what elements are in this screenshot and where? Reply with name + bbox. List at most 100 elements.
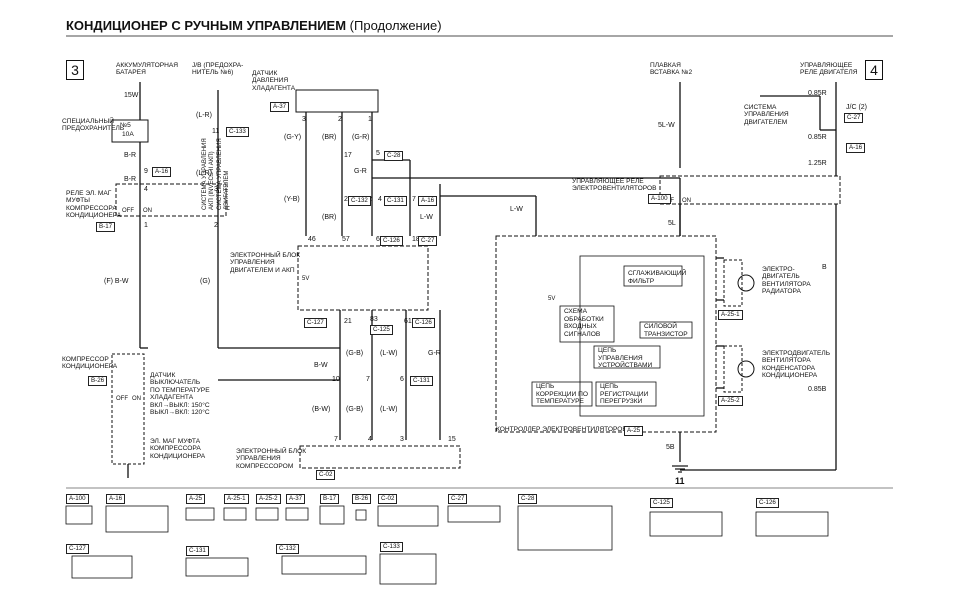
comp-pin-3: 3	[400, 436, 404, 443]
fan-relay-on: ON	[682, 198, 691, 204]
pin-5: 5	[376, 150, 380, 157]
pin-row-10: 10	[332, 376, 340, 383]
ecu-pin-57: 57	[342, 236, 350, 243]
comp-ecu-label: ЭЛЕКТРОННЫЙ БЛОК УПРАВЛЕНИЯ КОМПРЕССОРОМ	[236, 448, 307, 470]
pin-mid-21: 21	[344, 196, 352, 203]
sensor-off: OFF	[116, 396, 128, 402]
title-main: КОНДИЦИОНЕР С РУЧНЫМ УПРАВЛЕНИЕМ	[66, 18, 347, 33]
connector-c131-callout-2: C-131	[410, 376, 433, 386]
ecu-pin-b-83: 83	[370, 316, 378, 323]
wire-b: B	[822, 264, 827, 271]
wire-bw: B-W	[314, 362, 328, 369]
wire-gb2: (G-B)	[346, 406, 364, 413]
connector-a251-callout: A-25-1	[718, 310, 743, 320]
legend-c126: C-126	[756, 498, 779, 508]
legend-c133: C-133	[380, 542, 403, 552]
pin-1: 1	[144, 222, 148, 229]
ecu-pin-b-61: 61	[404, 318, 412, 325]
smoothing-filter: СГЛАЖИВАЮЩИЙ ФИЛЬТР	[628, 270, 687, 285]
legend-a252: A-25-2	[256, 494, 281, 504]
wire-lr1: (L-R)	[196, 112, 212, 119]
connector-c133-callout: C-133	[226, 127, 249, 137]
connector-c127-callout: C-127	[304, 318, 327, 328]
pin-row-6: 6	[400, 376, 404, 383]
wire-br-mid: (BR)	[322, 214, 337, 221]
connector-b17-callout: B-17	[96, 222, 116, 232]
sensor-on: ON	[132, 396, 141, 402]
legend-a25: A-25	[186, 494, 206, 504]
wire-br-top: (BR)	[322, 134, 337, 141]
controller-5v: 5V	[548, 296, 556, 302]
wire-125r: 1.25R	[808, 160, 827, 167]
legend-c132: C-132	[276, 544, 299, 554]
wire-lw2: (L-W)	[380, 406, 398, 413]
connector-a37-callout: A-37	[270, 102, 290, 112]
temp-correction: ЦЕПЬ КОРРЕКЦИИ ПО ТЕМПЕРАТУРЕ	[536, 383, 588, 406]
vertical-system-text: СИСТЕМА УПРАВЛЕНИЯ АКП (INVECS-II АКП) С…	[202, 138, 231, 210]
temp-sensor-label: ДАТЧИК ВЫКЛЮЧАТЕЛЬ ПО ТЕМПЕРАТУРЕ ХЛАДАГ…	[150, 372, 210, 417]
input-processing: СХЕМА ОБРАБОТКИ ВХОДНЫХ СИГНАЛОВ	[564, 308, 604, 338]
wire-gr-top: (G-R)	[352, 134, 370, 141]
pin-top-1: 1	[368, 116, 372, 123]
connector-a16-callout-2: A-16	[418, 196, 438, 206]
engine-system-label: СИСТЕМА УПРАВЛЕНИЯ ДВИГАТЕЛЕМ	[744, 104, 789, 126]
legend-c127: C-127	[66, 544, 89, 554]
pin-9: 9	[144, 168, 148, 175]
legend-b26: B-26	[352, 494, 372, 504]
pin-2: 2	[214, 222, 218, 229]
wire-5lw: 5L-W	[658, 122, 675, 129]
wire-lw1: (L-W)	[380, 350, 398, 357]
jc-label: J/C (2)	[846, 104, 867, 111]
connector-a25-callout: A-25	[624, 426, 644, 436]
ecu-pin-b-21: 21	[344, 318, 352, 325]
page-ref-left: 3	[66, 60, 84, 80]
connector-c27-callout: C-27	[418, 236, 438, 246]
wire-g: (G)	[200, 278, 211, 285]
pin-row-7: 7	[366, 376, 370, 383]
ecu-5v: 5V	[302, 276, 310, 282]
wire-5l: 5L	[668, 220, 676, 227]
wire-gy: (G-Y)	[284, 134, 302, 141]
special-fuse-label: СПЕЦИАЛЬНЫЙ ПРЕДОХРАНИТЕЛЬ	[62, 118, 125, 133]
pin-4: 4	[144, 186, 148, 193]
comp-pin-7: 7	[334, 436, 338, 443]
pin-top-2: 2	[338, 116, 342, 123]
wire-br2: B-R	[124, 176, 137, 183]
pin-17: 17	[344, 152, 352, 159]
ground-number: 11	[675, 476, 685, 486]
wire-br1: B-R	[124, 152, 137, 159]
wire-15w: 15W	[124, 92, 139, 99]
fusible-label: ПЛАВКАЯ ВСТАВКА №2	[650, 62, 693, 77]
connector-c126-callout: C-126	[380, 236, 403, 246]
wire-fbw: (F) B-W	[104, 278, 129, 285]
pressure-sensor-label: ДАТЧИК ДАВЛЕНИЯ ХЛАДАГЕНТА	[252, 70, 296, 92]
compressor-label: КОМПРЕССОР КОНДИЦИОНЕРА	[62, 356, 118, 371]
wire-lr2: (L-R)	[196, 170, 212, 177]
overload-detect: ЦЕПЬ РЕГИСТРАЦИИ ПЕРЕГРУЗКИ	[600, 383, 649, 406]
legend-c125: C-125	[650, 498, 673, 508]
legend-c131: C-131	[186, 546, 209, 556]
connector-b26-callout: B-26	[88, 376, 108, 386]
page-title: КОНДИЦИОНЕР С РУЧНЫМ УПРАВЛЕНИЕМ (Продол…	[66, 18, 442, 33]
pin-mid-7: 7	[412, 196, 416, 203]
connector-c27-callout-2: C-27	[844, 113, 864, 123]
wire-085b: 0.85B	[808, 386, 827, 393]
connector-c132-callout: C-132	[348, 196, 371, 206]
fan-condenser-label: ЭЛЕКТРОДВИГАТЕЛЬ ВЕНТИЛЯТОРА КОНДЕНСАТОР…	[762, 350, 831, 380]
device-control: ЦЕПЬ УПРАВЛЕНИЯ УСТРОЙСТВАМИ	[598, 347, 653, 370]
connector-a100-callout: A-100	[648, 194, 671, 204]
ecu-pin-46: 46	[308, 236, 316, 243]
wire-yb: (Y-B)	[284, 196, 300, 203]
legend-c28: C-28	[518, 494, 538, 504]
connector-c28-callout: C-28	[384, 151, 404, 161]
legend-a16: A-16	[106, 494, 126, 504]
comp-pin-4: 4	[368, 436, 372, 443]
ecu-label: ЭЛЕКТРОННЫЙ БЛОК УПРАВЛЕНИЯ ДВИГАТЕЛЕМ И…	[230, 252, 301, 274]
legend-a37: A-37	[286, 494, 306, 504]
comp-pin-15: 15	[448, 436, 456, 443]
ecu-pin-62: 62	[376, 236, 384, 243]
connector-c02-callout: C-02	[316, 470, 336, 480]
power-transistor: СИЛОВОЙ ТРАНЗИСТОР	[644, 323, 688, 338]
fuse-name: №5	[120, 122, 131, 129]
fan-relay-label: УПРАВЛЯЮЩЕЕ РЕЛЕ ЭЛЕКТРОВЕНТИЛЯТОРОВ	[572, 178, 657, 193]
